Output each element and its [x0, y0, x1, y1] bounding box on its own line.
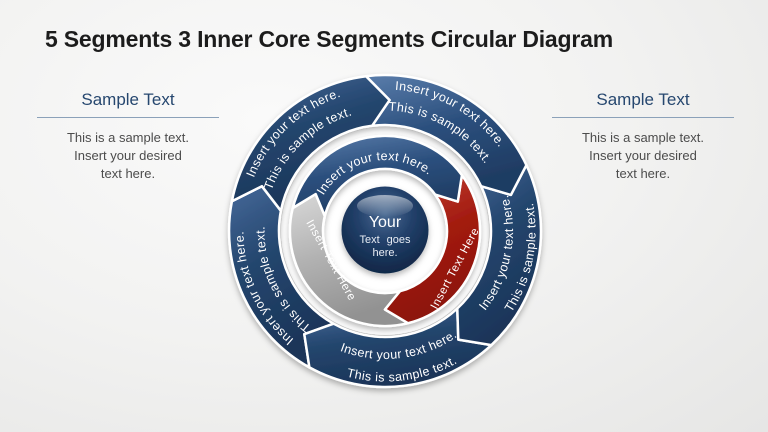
right-body-line: text here.: [615, 166, 671, 181]
left-heading-underline: [37, 117, 219, 118]
left-body-line: Insert your desired: [74, 148, 182, 163]
left-body-line: text here.: [100, 166, 156, 181]
right-panel-body: This is a sample text. Insert your desir…: [548, 129, 738, 183]
right-heading-underline: [552, 117, 734, 118]
outer-segment-top-left: [230, 74, 391, 213]
slide-title: 5 Segments 3 Inner Core Segments Circula…: [45, 26, 613, 52]
core-sphere: Your Text goes here.: [341, 186, 429, 274]
core-text-line2: Text goes: [359, 234, 411, 246]
inner-segment-red: [383, 173, 482, 325]
sphere-gloss-highlight: [357, 195, 413, 217]
left-text-panel: Sample Text This is a sample text. Inser…: [33, 90, 223, 183]
right-body-line: Insert your desired: [589, 148, 697, 163]
core-text-line1: Your: [369, 214, 402, 231]
outer-segment-right: [456, 163, 543, 347]
left-body-line: This is a sample text.: [66, 130, 190, 145]
outer-segment-bottom: [303, 307, 493, 389]
right-panel-heading: Sample Text: [596, 90, 690, 109]
left-panel-body: This is a sample text. Insert your desir…: [33, 129, 223, 183]
outer-ring: [227, 73, 543, 389]
right-text-panel: Sample Text This is a sample text. Inser…: [548, 90, 738, 183]
left-panel-heading: Sample Text: [81, 90, 175, 109]
outer-segment-top-right: [364, 73, 528, 197]
inner-ring: [288, 134, 482, 328]
right-body-line: This is a sample text.: [581, 130, 705, 145]
inner-segment-blue: [291, 134, 464, 218]
core-text-line3: here.: [372, 247, 397, 259]
